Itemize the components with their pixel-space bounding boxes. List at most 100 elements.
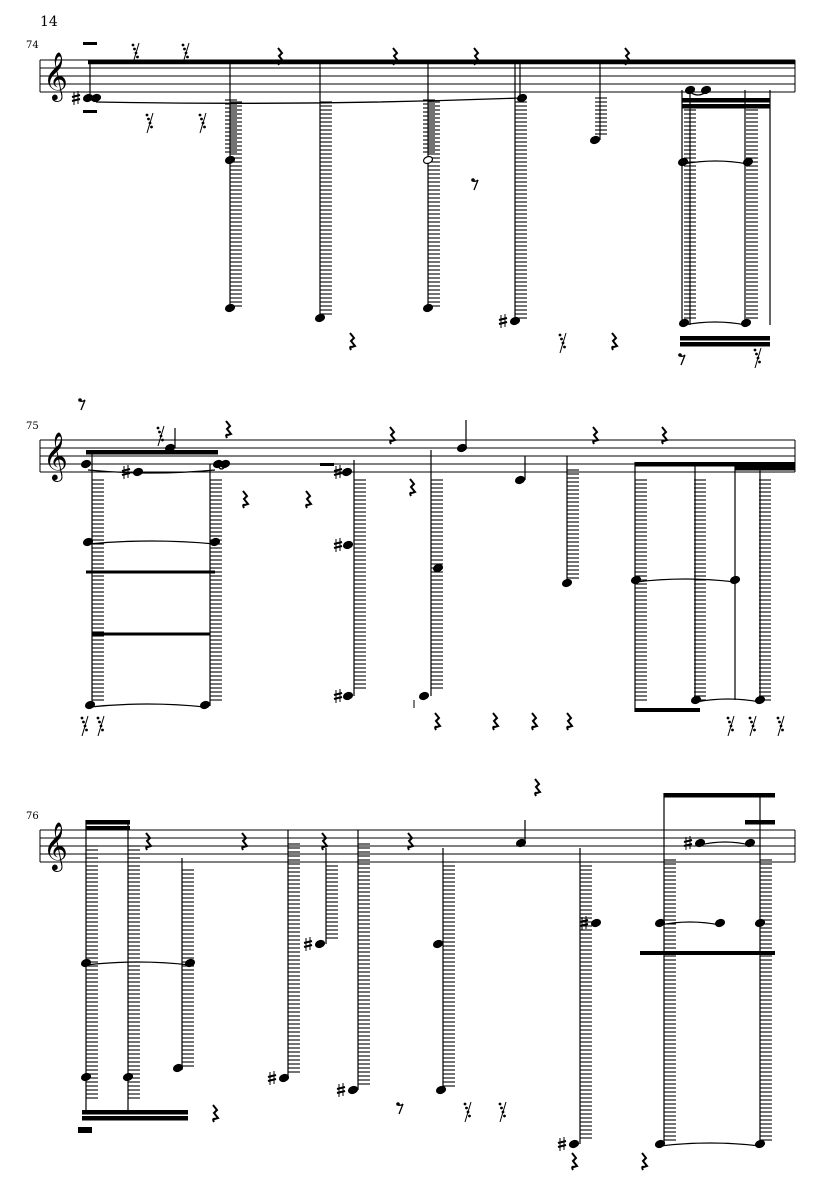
sharp-stroke bbox=[333, 545, 343, 549]
rest-dot bbox=[748, 716, 752, 720]
sharp-cis bbox=[71, 91, 81, 105]
notehead bbox=[80, 1072, 92, 1082]
ledger-ladder-c bbox=[182, 869, 194, 1067]
rest-dot bbox=[186, 55, 189, 59]
rest bbox=[212, 1104, 220, 1123]
rest-stem bbox=[559, 332, 567, 354]
rest bbox=[389, 426, 397, 445]
sharp bbox=[557, 1137, 567, 1151]
rest-stem bbox=[157, 425, 165, 447]
rest-dot bbox=[498, 1102, 502, 1106]
rest-dot bbox=[156, 426, 160, 430]
measure-number-76: 76 bbox=[26, 811, 39, 822]
rest-dot bbox=[82, 720, 85, 724]
tie bbox=[87, 469, 216, 474]
rest-bar bbox=[78, 1127, 92, 1133]
tie bbox=[659, 1142, 761, 1147]
notehead-fis bbox=[341, 467, 353, 477]
ledger-ladder-j bbox=[760, 859, 772, 1141]
rest-dot bbox=[96, 716, 100, 720]
rest bbox=[242, 490, 250, 509]
rest bbox=[566, 712, 574, 731]
notehead bbox=[678, 318, 690, 328]
ledger-ladder-f bbox=[358, 843, 370, 1085]
tie bbox=[699, 841, 751, 846]
tie bbox=[87, 540, 216, 545]
notehead bbox=[342, 540, 354, 550]
rest bbox=[321, 832, 329, 851]
half-rest bbox=[83, 42, 97, 45]
notehead bbox=[754, 918, 766, 928]
notehead bbox=[700, 85, 712, 95]
rest-dot bbox=[136, 55, 139, 59]
sharp-stroke bbox=[333, 696, 343, 700]
measure-number-75: 75 bbox=[26, 421, 39, 432]
sharp bbox=[683, 836, 693, 850]
sharp bbox=[333, 689, 343, 703]
rest bbox=[96, 715, 105, 737]
tie bbox=[217, 465, 226, 470]
rest-dot bbox=[731, 728, 734, 732]
rest-stem bbox=[81, 715, 89, 737]
notehead bbox=[514, 475, 526, 485]
rest-flag bbox=[79, 399, 86, 411]
tie bbox=[683, 321, 747, 326]
rest-f bbox=[392, 47, 400, 66]
rest-dot bbox=[80, 716, 84, 720]
half-rest bbox=[83, 110, 97, 113]
staff-2: 𝄞 bbox=[39, 431, 796, 482]
rest-dot bbox=[500, 1106, 503, 1110]
sharp-stroke bbox=[557, 1144, 567, 1148]
ledger-ladder-h bbox=[580, 861, 592, 1139]
sharp-stroke bbox=[557, 1140, 567, 1144]
measure-number-74: 74 bbox=[26, 40, 39, 51]
tie bbox=[635, 578, 736, 583]
beam bbox=[82, 1110, 188, 1115]
beam bbox=[735, 466, 795, 471]
ledger-ladder-0 bbox=[230, 101, 242, 307]
ledger-ladder-e bbox=[326, 861, 338, 939]
sharp bbox=[333, 538, 343, 552]
notehead bbox=[90, 93, 102, 103]
notehead-low bbox=[422, 303, 434, 313]
notehead bbox=[568, 1139, 580, 1149]
treble-clef-icon: 𝄞 bbox=[43, 431, 68, 482]
notehead bbox=[690, 695, 702, 705]
rest bbox=[434, 712, 442, 731]
rest-dot bbox=[101, 728, 104, 732]
ledger-ladder-e bbox=[567, 469, 579, 579]
sharp-stroke bbox=[579, 923, 589, 927]
notehead bbox=[80, 459, 92, 469]
ledger-ladder-3 bbox=[515, 101, 527, 319]
sharp bbox=[303, 937, 313, 951]
rest bbox=[241, 832, 249, 851]
rest-bar bbox=[320, 463, 334, 466]
ledger-ladder-c bbox=[354, 479, 366, 689]
rest-dot bbox=[758, 360, 761, 364]
beam bbox=[86, 826, 130, 831]
notehead bbox=[677, 157, 689, 167]
notehead bbox=[314, 939, 326, 949]
tie bbox=[659, 921, 721, 926]
rest bbox=[145, 832, 153, 851]
notehead bbox=[561, 578, 573, 588]
rest-dot bbox=[198, 113, 202, 117]
rest-dot bbox=[753, 728, 756, 732]
rest bbox=[753, 347, 762, 369]
notehead bbox=[435, 1085, 447, 1095]
rest bbox=[678, 353, 686, 366]
rest-stem bbox=[199, 112, 207, 134]
sharp-stroke bbox=[683, 843, 693, 847]
tie-long bbox=[95, 97, 521, 104]
ledger-mid-a bbox=[225, 99, 237, 153]
rest-dot bbox=[161, 438, 164, 442]
notehead-half bbox=[422, 155, 434, 165]
notehead-g4 bbox=[224, 155, 236, 165]
ledger-ladder-a bbox=[92, 479, 104, 701]
rest-dot bbox=[776, 716, 780, 720]
rest-dot bbox=[131, 43, 135, 47]
sharp-stroke bbox=[333, 468, 343, 472]
sharp-stroke bbox=[336, 1090, 346, 1094]
rest-stem bbox=[146, 112, 154, 134]
